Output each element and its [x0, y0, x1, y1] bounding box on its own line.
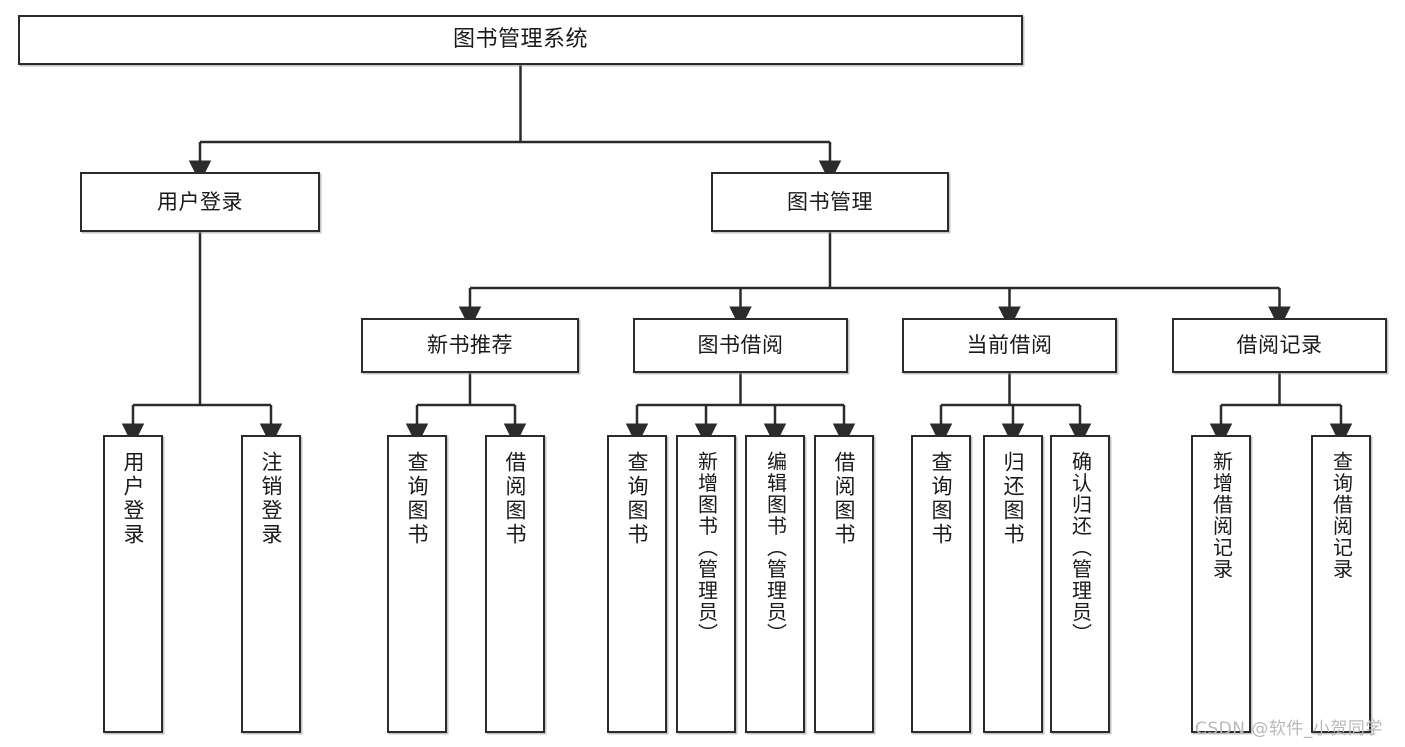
- watermark-label: CSDN @软件_小贺同学: [1195, 719, 1383, 739]
- node-current[interactable]: 当前借阅: [902, 318, 1117, 373]
- node-label-newbook: 新书推荐: [427, 333, 513, 358]
- node-login[interactable]: 用户登录: [80, 172, 320, 232]
- node-n-borrow[interactable]: 借阅图书: [485, 435, 545, 733]
- node-newbook[interactable]: 新书推荐: [361, 318, 579, 373]
- node-label-l-login: 用户登录: [121, 451, 146, 547]
- node-c-query[interactable]: 查询图书: [911, 435, 971, 733]
- node-borrow[interactable]: 图书借阅: [633, 318, 848, 373]
- node-label-bookmgmt: 图书管理: [787, 189, 873, 214]
- node-label-borrow: 图书借阅: [697, 333, 784, 358]
- node-bookmgmt[interactable]: 图书管理: [711, 172, 949, 232]
- node-label-c-query: 查询图书: [929, 451, 954, 547]
- node-l-login[interactable]: 用户登录: [103, 435, 163, 733]
- node-l-logout[interactable]: 注销登录: [241, 435, 301, 733]
- node-label-n-borrow: 借阅图书: [503, 451, 528, 547]
- node-label-b-query: 查询图书: [625, 451, 650, 547]
- node-label-records: 借阅记录: [1236, 333, 1323, 358]
- node-label-c-confirm: 确认归还（管理员）: [1068, 451, 1093, 645]
- node-c-confirm[interactable]: 确认归还（管理员）: [1050, 435, 1110, 733]
- node-label-c-return: 归还图书: [1001, 451, 1026, 547]
- node-b-lend[interactable]: 借阅图书: [814, 435, 874, 733]
- node-label-login: 用户登录: [157, 189, 243, 214]
- node-root[interactable]: 图书管理系统: [18, 15, 1023, 65]
- node-r-add[interactable]: 新增借阅记录: [1191, 435, 1251, 733]
- node-label-n-query: 查询图书: [405, 451, 430, 547]
- node-label-current: 当前借阅: [966, 333, 1053, 358]
- node-records[interactable]: 借阅记录: [1172, 318, 1387, 373]
- node-c-return[interactable]: 归还图书: [983, 435, 1043, 733]
- node-b-add[interactable]: 新增图书（管理员）: [676, 435, 736, 733]
- node-b-edit[interactable]: 编辑图书（管理员）: [745, 435, 805, 733]
- node-label-root: 图书管理系统: [452, 27, 588, 53]
- node-label-b-add: 新增图书（管理员）: [694, 451, 719, 645]
- node-label-b-edit: 编辑图书（管理员）: [763, 451, 788, 645]
- node-n-query[interactable]: 查询图书: [387, 435, 447, 733]
- node-label-r-query: 查询借阅记录: [1329, 451, 1354, 580]
- node-label-b-lend: 借阅图书: [832, 451, 857, 547]
- node-label-l-logout: 注销登录: [259, 451, 284, 547]
- node-r-query[interactable]: 查询借阅记录: [1311, 435, 1371, 733]
- node-b-query[interactable]: 查询图书: [607, 435, 667, 733]
- node-label-r-add: 新增借阅记录: [1209, 451, 1234, 580]
